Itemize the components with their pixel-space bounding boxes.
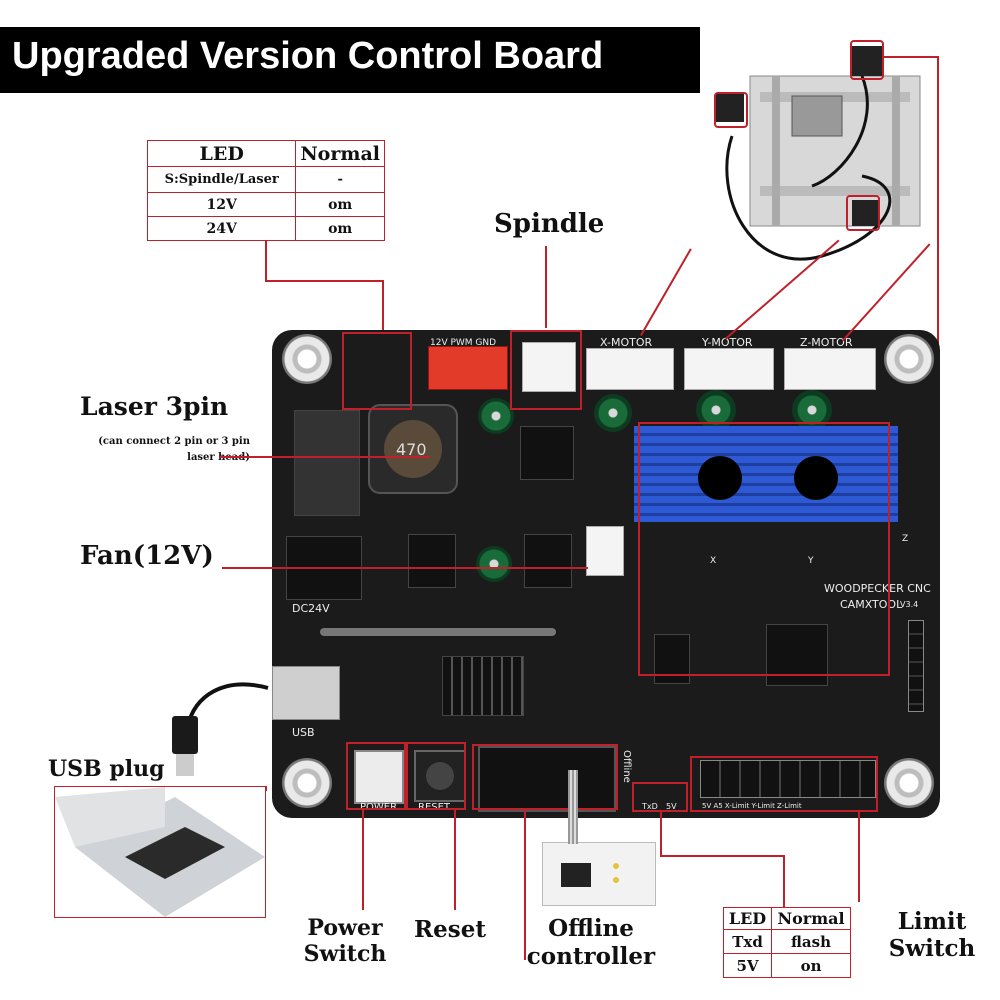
heatsink — [634, 426, 898, 522]
laser-note: (can connect 2 pin or 3 pin laser head) — [98, 436, 250, 463]
reset-label: Reset — [414, 916, 486, 943]
capacitor — [594, 394, 632, 432]
slot — [320, 628, 556, 636]
led-row-label: Txd — [722, 929, 773, 954]
limit-header — [700, 760, 876, 798]
spindle-label: Spindle — [494, 209, 605, 239]
led-row-label: 5V — [722, 953, 773, 978]
inductor: 470 — [368, 404, 458, 494]
mosfet — [408, 534, 456, 588]
brand2-silk: CAMXTOOL — [840, 598, 903, 611]
capacitor — [476, 546, 512, 582]
pin-header — [908, 620, 924, 712]
page-title: Upgraded Version Control Board — [12, 35, 604, 77]
led-row-value: flash — [771, 929, 851, 954]
x-motor-connector — [586, 348, 674, 390]
cnc-machine-image — [712, 36, 942, 288]
laser-label: Laser 3pin — [80, 392, 229, 421]
led-row-value: on — [771, 953, 851, 978]
laser-connector — [428, 346, 508, 390]
x-silk: X — [710, 556, 717, 566]
spindle-connector — [522, 342, 576, 392]
led-header: LED — [722, 907, 773, 930]
mount-hole — [282, 334, 332, 384]
mosfet — [520, 426, 574, 480]
led-row-value: om — [295, 216, 385, 241]
led-header: LED — [146, 140, 297, 167]
z-motor-silk: Z-MOTOR — [800, 336, 853, 349]
capacitor — [478, 398, 514, 434]
usb-chip — [442, 656, 524, 716]
power-switch[interactable] — [354, 750, 404, 804]
mount-hole — [884, 334, 934, 384]
limit-switch-label: Limit Switch — [888, 908, 976, 962]
mount-hole — [282, 758, 332, 808]
mosfet — [524, 534, 572, 588]
limit-silk: 5V A5 X-Limit Y-Limit Z-Limit — [702, 802, 802, 810]
version-silk: V3.4 — [900, 600, 919, 609]
control-board: 12V PWM GND X-MOTOR Y-MOTOR Z-MOTOR 470 … — [272, 330, 940, 818]
laptop-image — [54, 786, 266, 918]
brand-silk: WOODPECKER CNC — [824, 582, 931, 595]
normal-header: Normal — [771, 907, 851, 930]
led-table-top: LED Normal S:Spindle/Laser - 12V om 24V … — [146, 140, 385, 241]
x-motor-silk: X-MOTOR — [600, 336, 653, 349]
power-silk: POWER — [360, 802, 398, 813]
usb-cable — [164, 676, 274, 786]
led-table-bottom: LED Normal Txd flash 5V on — [722, 907, 851, 978]
z-silk: Z — [902, 534, 909, 544]
led-row-value: om — [295, 192, 385, 217]
reset-silk: RESET — [418, 802, 451, 813]
txd-silk: TxD — [642, 802, 658, 811]
ribbon-cable — [568, 770, 578, 844]
regulator-chip — [294, 410, 360, 516]
mount-hole — [884, 758, 934, 808]
normal-header: Normal — [295, 140, 385, 167]
power-switch-label: Power Switch — [303, 915, 387, 967]
5v-silk: 5V — [666, 802, 677, 811]
y-motor-silk: Y-MOTOR — [702, 336, 753, 349]
led-row-label: 24V — [146, 216, 297, 241]
offline-controller-label: Offline controller — [526, 915, 656, 970]
led-row-label: 12V — [146, 192, 297, 217]
fan-label: Fan(12V) — [80, 541, 214, 571]
offline-header — [478, 746, 616, 812]
usb-plug-label: USB plug — [48, 756, 165, 782]
offline-silk: Offline — [621, 750, 632, 783]
z-motor-connector — [784, 348, 876, 390]
y-motor-connector — [684, 348, 774, 390]
usb-silk: USB — [292, 726, 315, 739]
title-banner: Upgraded Version Control Board — [0, 27, 700, 93]
laser-pins-silk: 12V PWM GND — [430, 338, 497, 348]
led-row-value: - — [295, 166, 385, 193]
dc-silk: DC24V — [292, 602, 330, 615]
usb-port[interactable] — [272, 666, 340, 720]
y-silk: Y — [808, 556, 814, 566]
offline-controller-device — [542, 842, 656, 906]
fan-connector — [586, 526, 624, 576]
led-row-label: S:Spindle/Laser — [146, 166, 297, 193]
